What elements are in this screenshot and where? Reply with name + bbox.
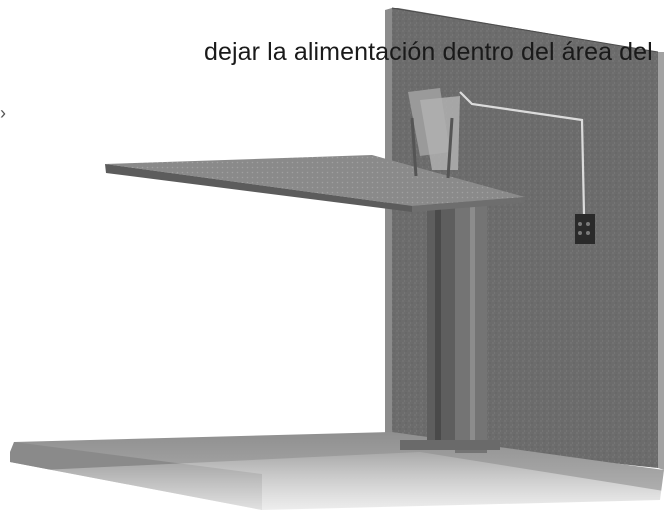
floor-slab (0, 432, 670, 510)
caption-text: dejar la alimentación dentro del área de… (204, 38, 653, 66)
lift-post (400, 195, 500, 453)
power-cable (459, 91, 586, 215)
control-box (575, 214, 595, 244)
edge-marker: › (0, 103, 6, 123)
wall-panel (385, 7, 664, 470)
upper-platform (105, 88, 525, 212)
